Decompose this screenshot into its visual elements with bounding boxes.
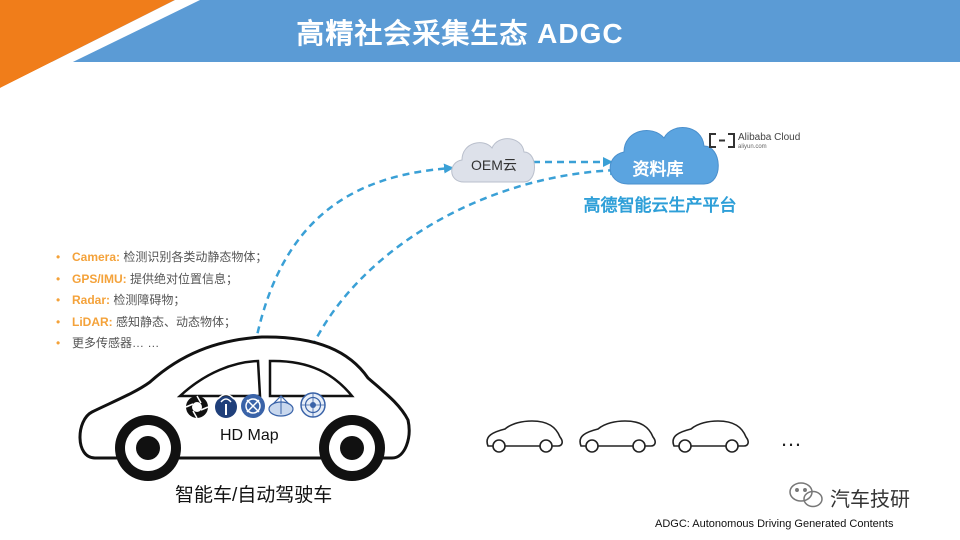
oem-cloud-label: OEM云 [471,157,517,173]
fleet-car [579,420,656,453]
satellite-icon [241,394,265,418]
alibaba-cloud-logo [709,133,735,148]
list-item: •LiDAR: 感知静态、动态物体； [56,314,237,329]
wechat-icon [789,482,823,508]
lidar-icon [300,392,326,418]
more-cars-ellipsis: … [780,426,804,451]
corner-accent [0,0,200,88]
list-item: •Camera: 检测识别各类动静态物体； [56,250,268,264]
list-item: •GPS/IMU: 提供绝对位置信息； [56,271,239,286]
database-cloud [609,127,719,185]
database-label: 资料库 [632,160,684,179]
data-flow-arrows [253,157,620,359]
oem-cloud [451,138,535,183]
footnote: ADGC: Autonomous Driving Generated Conte… [655,518,894,530]
car-caption: 智能车/自动驾驶车 [175,485,333,506]
radar-cone-icon [268,395,294,417]
list-item: •更多传感器… … [56,336,160,350]
hd-map-label: HD Map [220,427,279,444]
list-item: •Radar: 检测障碍物； [56,293,186,307]
signal-tower-icon [215,393,237,418]
aperture-icon [185,395,209,419]
sensor-list: •Camera: 检测识别各类动静态物体； •GPS/IMU: 提供绝对位置信息… [56,247,267,355]
fleet-car [672,420,749,453]
watermark-name: 汽车技研 [830,489,910,511]
platform-label: 高德智能云生产平台 [583,196,737,215]
alibaba-cloud-name: Alibaba Cloud [738,132,801,143]
fleet-car [486,420,563,453]
alibaba-cloud-domain: aliyun.com [738,144,767,150]
page-title: 高精社会采集生态 ADGC [296,18,624,49]
